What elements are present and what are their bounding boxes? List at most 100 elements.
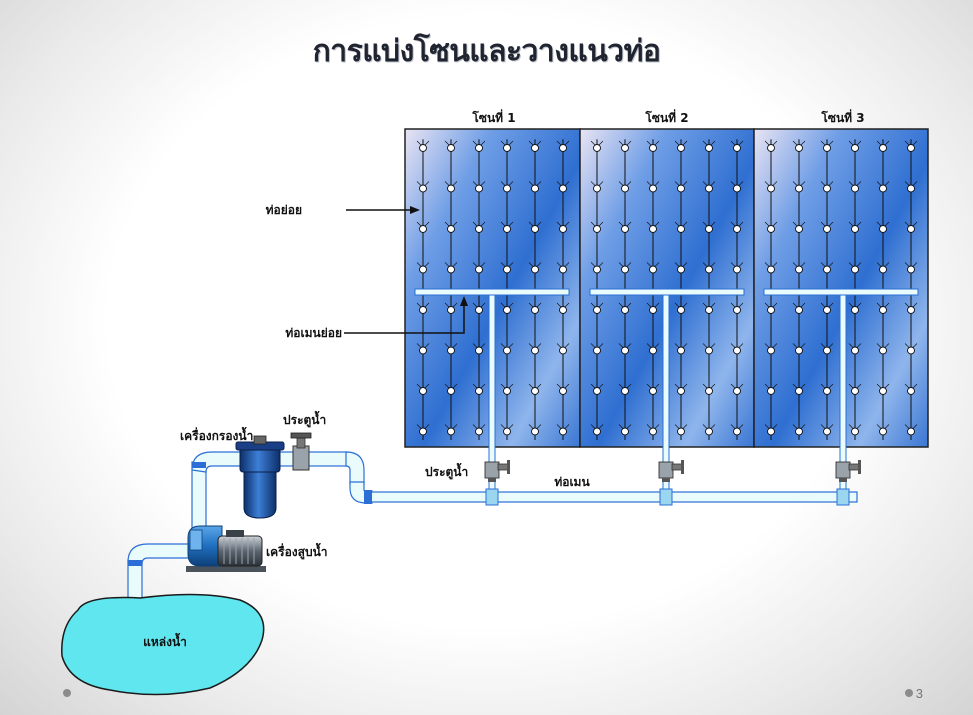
page-number: 3 bbox=[915, 686, 923, 701]
sprinkler-icon bbox=[472, 382, 486, 395]
sprinkler-icon bbox=[472, 341, 486, 355]
sprinkler-icon bbox=[618, 382, 632, 395]
filter-label: เครื่องกรองน้ำ bbox=[180, 426, 253, 443]
sprinkler-icon bbox=[528, 422, 542, 436]
sprinkler-icon bbox=[528, 220, 542, 233]
sprinkler-icon bbox=[590, 341, 604, 355]
sprinkler-icon bbox=[904, 301, 918, 314]
sprinkler-icon bbox=[416, 220, 430, 233]
sprinkler-icon bbox=[618, 301, 632, 314]
sprinkler-icon bbox=[590, 139, 604, 152]
sprinkler-icon bbox=[528, 260, 542, 274]
sprinkler-icon bbox=[876, 341, 890, 355]
sprinkler-icon bbox=[702, 179, 716, 193]
sprinkler-icon bbox=[876, 301, 890, 314]
sub-main-pipe-zone-3 bbox=[763, 288, 919, 296]
sprinkler-icon bbox=[556, 422, 570, 436]
sprinkler-icon bbox=[444, 422, 458, 436]
sprinkler-icon bbox=[618, 139, 632, 152]
sprinkler-icon bbox=[472, 139, 486, 152]
sprinkler-icon bbox=[730, 139, 744, 152]
sprinkler-icon bbox=[820, 301, 834, 314]
sprinkler-icon bbox=[590, 301, 604, 314]
sprinkler-icon bbox=[416, 179, 430, 193]
sprinkler-icon bbox=[528, 341, 542, 355]
sprinkler-icon bbox=[876, 139, 890, 152]
sprinkler-icon bbox=[876, 220, 890, 233]
sprinkler-icon bbox=[904, 422, 918, 436]
sprinkler-icon bbox=[500, 139, 514, 152]
sprinkler-icon bbox=[848, 139, 862, 152]
sprinkler-icon bbox=[618, 341, 632, 355]
water-pump bbox=[186, 525, 266, 572]
sprinkler-icon bbox=[730, 179, 744, 193]
sprinkler-icon bbox=[904, 179, 918, 193]
sprinkler-icon bbox=[500, 220, 514, 233]
sprinkler-icon bbox=[416, 341, 430, 355]
sprinkler-icon bbox=[904, 220, 918, 233]
lateral-pipe-label: ท่อย่อย bbox=[266, 203, 302, 217]
sprinkler-icon bbox=[674, 260, 688, 274]
sprinkler-icon bbox=[472, 260, 486, 274]
sprinkler-icon bbox=[674, 382, 688, 395]
sprinkler-icon bbox=[904, 139, 918, 152]
sprinkler-icon bbox=[444, 260, 458, 274]
sprinkler-icon bbox=[702, 301, 716, 314]
sprinkler-icon bbox=[528, 179, 542, 193]
water-source-label: แหล่งน้ำ bbox=[143, 632, 187, 649]
sprinkler-icon bbox=[674, 139, 688, 152]
sprinkler-icon bbox=[730, 422, 744, 436]
sprinkler-icon bbox=[500, 179, 514, 193]
sprinkler-icon bbox=[792, 301, 806, 314]
sprinkler-icon bbox=[792, 422, 806, 436]
sprinkler-icon bbox=[618, 260, 632, 274]
sprinkler-icon bbox=[792, 179, 806, 193]
zone-3-title: โซนที่ 3 bbox=[820, 109, 864, 125]
sprinkler-icon bbox=[764, 139, 778, 152]
sprinkler-icon bbox=[472, 422, 486, 436]
sprinkler-icon bbox=[674, 301, 688, 314]
sprinkler-icon bbox=[792, 382, 806, 395]
sprinkler-icon bbox=[674, 179, 688, 193]
sprinkler-icon bbox=[848, 220, 862, 233]
sprinkler-icon bbox=[730, 220, 744, 233]
sub-main-pipe-zone-1 bbox=[414, 288, 570, 296]
sprinkler-icon bbox=[876, 382, 890, 395]
main-pipe-label: ท่อเมน bbox=[554, 475, 590, 489]
sprinkler-icon bbox=[444, 179, 458, 193]
sprinkler-icon bbox=[792, 341, 806, 355]
sprinkler-icon bbox=[792, 260, 806, 274]
sprinkler-icon bbox=[416, 301, 430, 314]
sprinkler-icon bbox=[618, 422, 632, 436]
sprinkler-icon bbox=[556, 382, 570, 395]
sprinkler-icon bbox=[904, 382, 918, 395]
sprinkler-icon bbox=[528, 301, 542, 314]
sprinkler-icon bbox=[848, 341, 862, 355]
sprinkler-icon bbox=[730, 382, 744, 395]
zone-gate-valves bbox=[484, 460, 861, 482]
sprinkler-icon bbox=[646, 301, 660, 314]
sprinkler-icon bbox=[500, 422, 514, 436]
sprinkler-icon bbox=[500, 341, 514, 355]
zone-2-title: โซนที่ 2 bbox=[644, 109, 688, 125]
sprinkler-icon bbox=[702, 139, 716, 152]
sprinkler-icon bbox=[416, 382, 430, 395]
sprinkler-icon bbox=[730, 341, 744, 355]
sprinkler-icon bbox=[674, 422, 688, 436]
sprinkler-icon bbox=[674, 341, 688, 355]
sprinkler-icon bbox=[820, 139, 834, 152]
sprinkler-icon bbox=[820, 220, 834, 233]
sprinkler-icon bbox=[702, 382, 716, 395]
sprinkler-icon bbox=[792, 220, 806, 233]
sprinkler-icon bbox=[416, 422, 430, 436]
sprinkler-icon bbox=[764, 260, 778, 274]
sprinkler-icon bbox=[590, 220, 604, 233]
sprinkler-icon bbox=[444, 301, 458, 314]
sprinkler-icon bbox=[876, 260, 890, 274]
slide-title: การแบ่งโซนและวางแนวท่อ bbox=[312, 34, 661, 69]
sprinkler-icon bbox=[848, 301, 862, 314]
sprinkler-icon bbox=[848, 260, 862, 274]
sprinkler-icon bbox=[556, 139, 570, 152]
sub-main-pipe-arrow bbox=[344, 296, 468, 334]
sprinkler-icon bbox=[848, 382, 862, 395]
